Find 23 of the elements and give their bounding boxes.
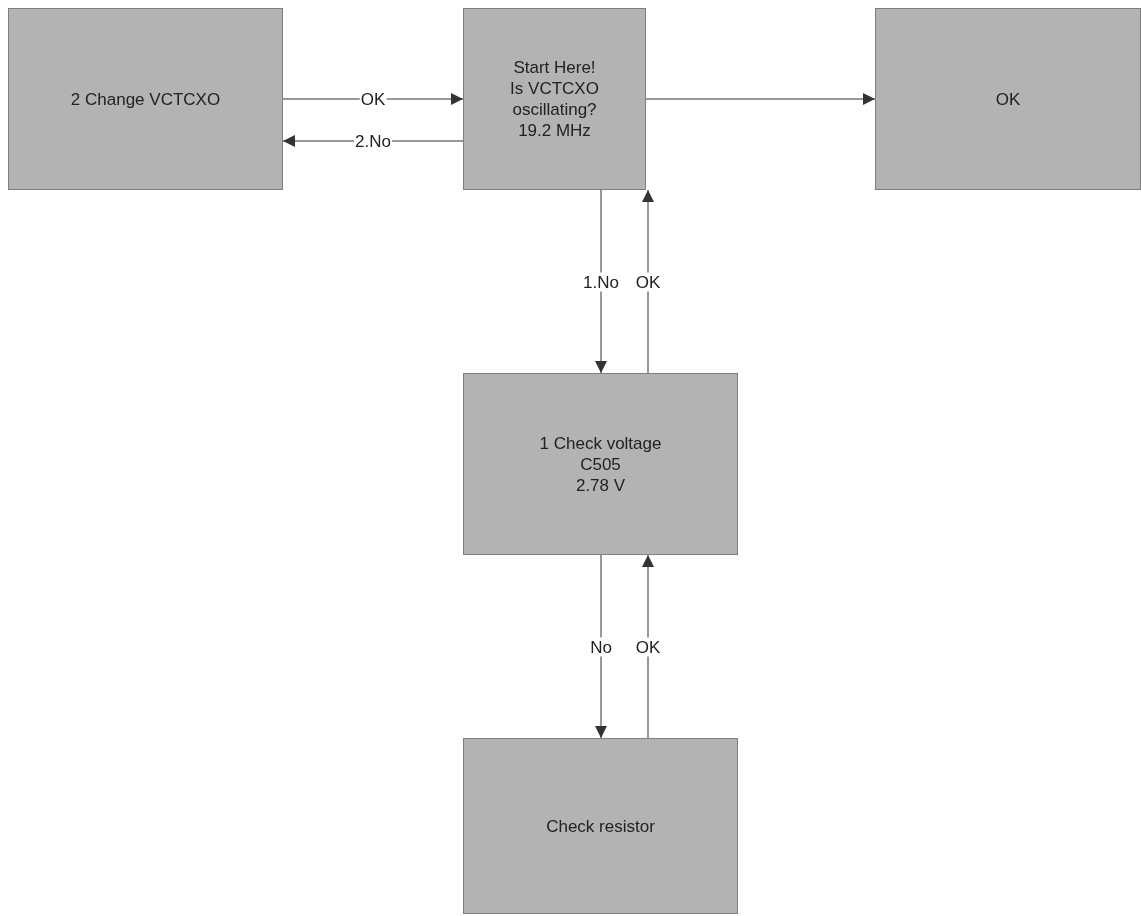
box-text: Start Here! xyxy=(513,57,596,78)
process-box xyxy=(463,738,738,914)
process-box xyxy=(8,8,283,190)
box-text: OK xyxy=(995,88,1021,110)
process-box xyxy=(463,373,738,555)
edge-label: OK xyxy=(634,637,662,656)
box-text: 2 Change VCTCXO xyxy=(70,88,221,110)
arrow xyxy=(642,189,654,374)
edge-label: No xyxy=(589,637,613,656)
edge-label: OK xyxy=(634,272,662,291)
box-text: 2.78 V xyxy=(575,474,626,496)
box-text: 19.2 MHz xyxy=(518,120,591,141)
process-box xyxy=(875,8,1141,190)
arrow xyxy=(595,554,607,739)
box-text: C505 xyxy=(580,453,621,475)
arrow xyxy=(595,189,607,374)
box-text: 1 Check voltage xyxy=(539,432,662,454)
process-box xyxy=(463,8,646,190)
box-text: Is VCTCXO oscillating? xyxy=(509,78,600,120)
box-text: Check resistor xyxy=(546,815,655,837)
arrow xyxy=(642,554,654,739)
edge-label: 1.No xyxy=(582,272,620,291)
arrow xyxy=(645,93,876,105)
